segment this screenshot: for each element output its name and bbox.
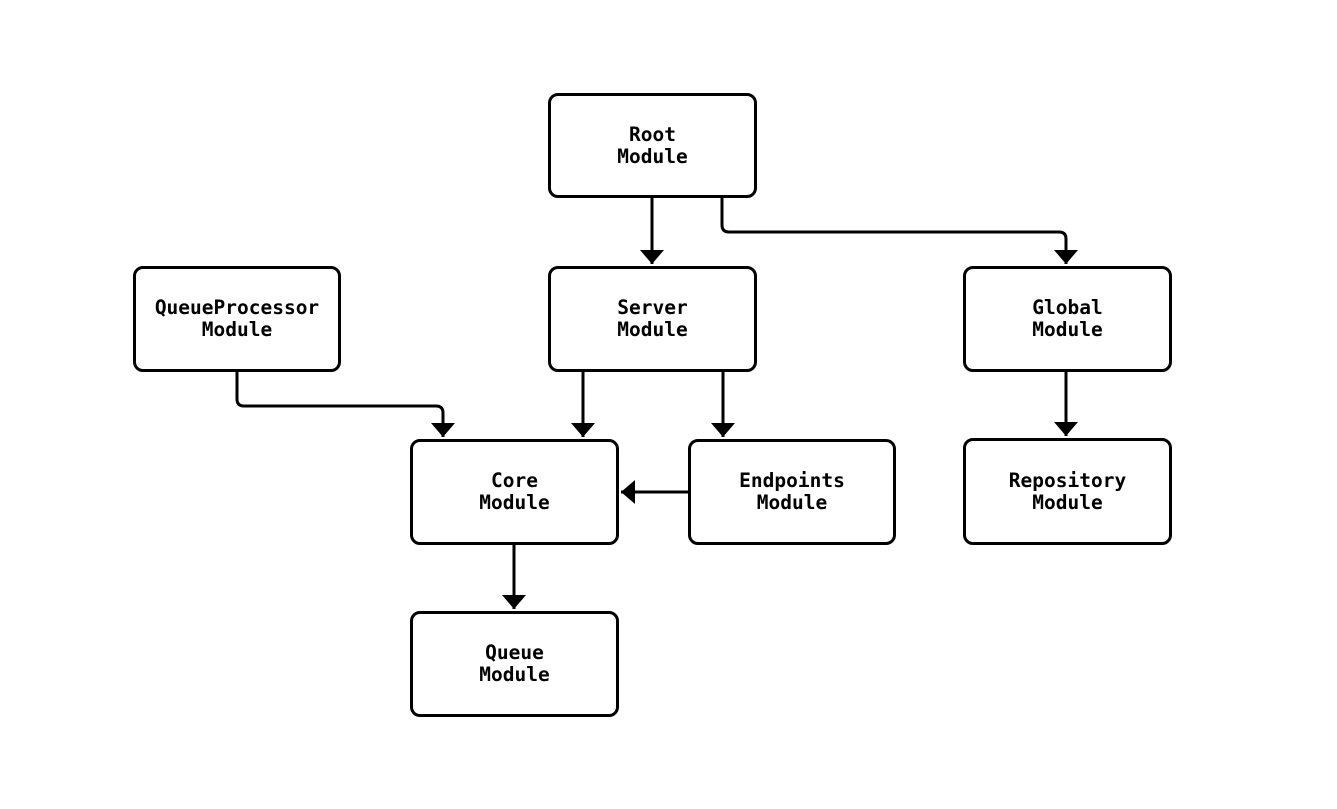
node-server-module: Server Module xyxy=(548,266,757,372)
node-label-repository: Repository Module xyxy=(1008,468,1127,514)
node-label-core: Core Module xyxy=(479,469,550,514)
node-core-module: Core Module xyxy=(410,439,619,545)
node-label-endpoints: Endpoints Module xyxy=(739,469,845,514)
edge-queueprocessor-to-core xyxy=(235,372,455,437)
node-global-module: Global Module xyxy=(963,266,1172,372)
node-label-server: Server Module xyxy=(617,296,688,341)
node-endpoints-module: Endpoints Module xyxy=(688,439,896,545)
node-label-queueprocessor: QueueProcessor Module xyxy=(154,296,320,341)
node-repository-module: Repository Module xyxy=(963,438,1172,545)
node-queueprocessor-module: QueueProcessor Module xyxy=(133,266,341,372)
edge-root-to-global xyxy=(720,198,1078,264)
node-label-root: Root Module xyxy=(617,122,688,168)
node-root-module: Root Module xyxy=(548,93,757,198)
node-queue-module: Queue Module xyxy=(410,611,619,717)
node-label-queue: Queue Module xyxy=(479,641,550,686)
node-label-global: Global Module xyxy=(1032,296,1103,341)
